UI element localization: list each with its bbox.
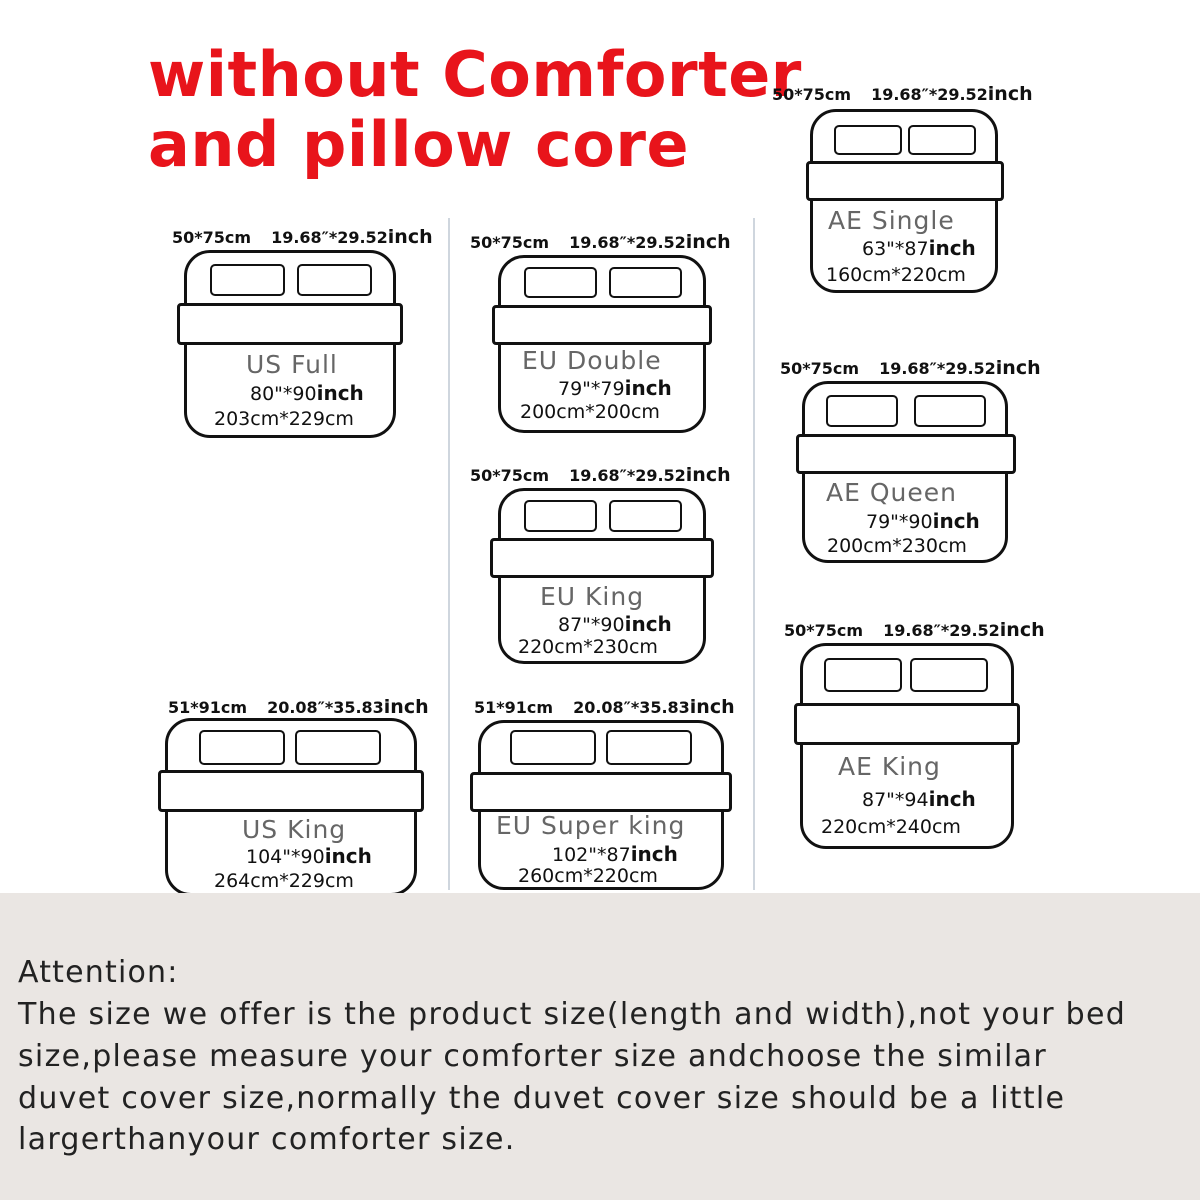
duvet-fold [806,161,1004,201]
duvet-fold [158,770,424,812]
title-line-1: without Comforter [148,38,802,111]
bed-size-name: US King [242,815,347,844]
pillow-right [606,730,692,765]
pillow-right [297,264,372,296]
pillow-left [824,658,902,692]
pillow-right [910,658,988,692]
bed-size-name: EU Super king [496,811,686,840]
pillow-left [524,500,597,532]
column-divider-left [448,218,450,890]
pillow-right [609,500,682,532]
pillow-left [826,395,898,427]
title-line-2: and pillow core [148,108,690,181]
duvet-fold [492,305,712,345]
bed-size-inch: 80"*90inch [250,381,364,405]
attention-line-1: The size we offer is the product size(le… [18,997,1127,1032]
pillow-left [524,267,597,298]
duvet-fold [177,303,403,345]
bed-size-inch: 63"*87inch [862,236,976,260]
bed-size-name: US Full [246,350,338,379]
bed-size-cm: 160cm*220cm [826,264,966,286]
bed-size-cm: 264cm*229cm [214,870,354,892]
pillow-right [295,730,381,765]
bed-size-inch: 79"*90inch [866,509,980,533]
bed-size-name: EU Double [522,346,662,375]
bed-size-name: AE Queen [826,478,957,507]
duvet-fold [490,538,714,578]
bed-size-inch: 79"*79inch [558,376,672,400]
attention-panel [0,893,1200,1200]
bed-size-cm: 260cm*220cm [518,865,658,887]
pillow-right [914,395,986,427]
attention-heading: Attention: [18,955,179,990]
bed-size-name: EU King [540,582,645,611]
bed-size-inch: 87"*90inch [558,612,672,636]
bed-size-name: AE King [838,752,941,781]
bed-size-inch: 104"*90inch [246,844,372,868]
bed-size-inch: 87"*94inch [862,787,976,811]
bed-size-cm: 200cm*200cm [520,401,660,423]
page-title: without Comforter and pillow core [148,40,802,180]
pillow-left [510,730,596,765]
duvet-fold [796,434,1016,474]
attention-line-2: size,please measure your comforter size … [18,1039,1047,1074]
attention-line-3: duvet cover size,normally the duvet cove… [18,1081,1066,1116]
bed-size-cm: 220cm*240cm [821,816,961,838]
duvet-fold [794,703,1020,745]
column-divider-right [753,218,755,890]
pillow-left [210,264,285,296]
pillow-left [834,125,902,155]
bed-size-cm: 200cm*230cm [827,535,967,557]
bed-size-inch: 102"*87inch [552,842,678,866]
duvet-fold [470,772,732,812]
pillow-right [609,267,682,298]
pillow-left [199,730,285,765]
bed-size-name: AE Single [828,206,955,235]
pillow-right [908,125,976,155]
bed-size-cm: 220cm*230cm [518,636,658,658]
bed-size-cm: 203cm*229cm [214,408,354,430]
attention-line-4: largerthanyour comforter size. [18,1122,516,1157]
